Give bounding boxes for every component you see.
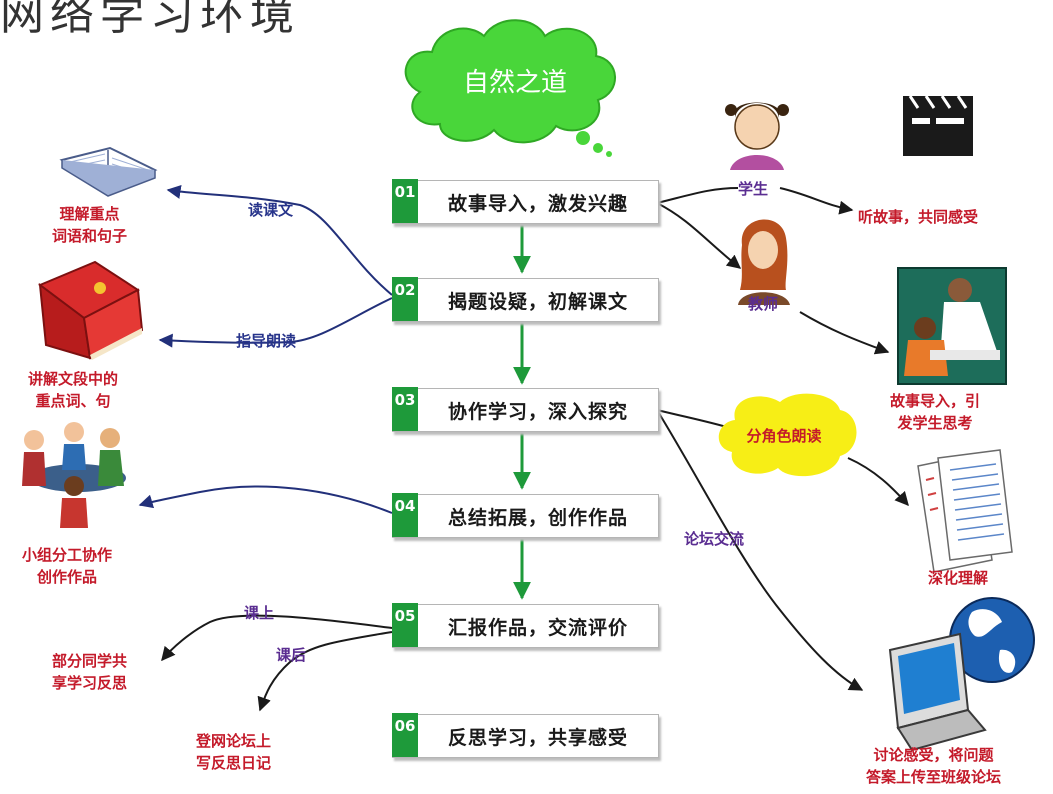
label-discuss: 讨论感受，将问题 答案上传至班级论坛 [866,746,1002,786]
step-label: 揭题设疑，初解课文 [447,290,628,313]
step-label: 故事导入，激发兴趣 [447,192,628,215]
classroom-teaching-icon [897,267,1007,385]
step-label: 总结拓展，创作作品 [447,506,628,529]
open-book-icon [59,146,158,197]
title-cloud [404,19,616,157]
globe-laptop-icon [888,597,1035,752]
speech-bubble [718,393,857,477]
label-deepen: 深化理解 [928,569,989,587]
label-group-work: 小组分工协作 创作作品 [22,546,113,586]
label-understand: 理解重点 词语和句子 [52,205,128,245]
step-label: 反思学习，共享感受 [447,726,628,749]
label-teacher: 教师 [748,295,779,313]
diagram-title: 自然之道 [462,68,567,98]
step-label: 汇报作品，交流评价 [447,616,628,639]
label-diary: 登网论坛上 写反思日记 [196,732,272,772]
teacher-woman-icon [738,219,790,305]
left-connectors [138,185,393,712]
red-book-icon [38,260,144,360]
label-forum: 论坛交流 [684,530,745,548]
label-role-read: 分角色朗读 [746,427,822,445]
step-number: 02 [392,277,418,321]
step-number: 05 [392,603,418,647]
papers-icon [917,449,1013,573]
step-01: 01 故事导入，激发兴趣 [392,179,659,224]
step-03: 03 协作学习，深入探究 [392,387,659,432]
label-after-class: 课后 [276,646,307,664]
step-label: 协作学习，深入探究 [447,400,628,423]
label-share: 部分同学共 享学习反思 [52,652,128,692]
clapperboard-icon [903,95,973,156]
label-in-class: 课上 [244,604,275,622]
student-girl-icon [725,102,789,170]
label-student: 学生 [738,180,769,198]
label-read-text: 读课文 [248,201,294,219]
group-work-icon [22,422,126,528]
step-04: 04 总结拓展，创作作品 [392,493,659,538]
label-explain: 讲解文段中的 重点词、句 [28,370,119,410]
step-05: 05 汇报作品，交流评价 [392,603,659,648]
label-teacher-intro: 故事导入，引 发学生思考 [890,392,981,432]
step-number: 03 [392,387,418,431]
label-guide-read: 指导朗读 [236,332,297,350]
step-number: 01 [392,179,418,223]
step-number: 06 [392,713,418,757]
step-number: 04 [392,493,418,537]
label-listen: 听故事，共同感受 [858,208,979,226]
step-06: 06 反思学习，共享感受 [392,713,659,758]
step-02: 02 揭题设疑，初解课文 [392,277,659,322]
header-fragment: 网络学习环境 [0,0,300,40]
